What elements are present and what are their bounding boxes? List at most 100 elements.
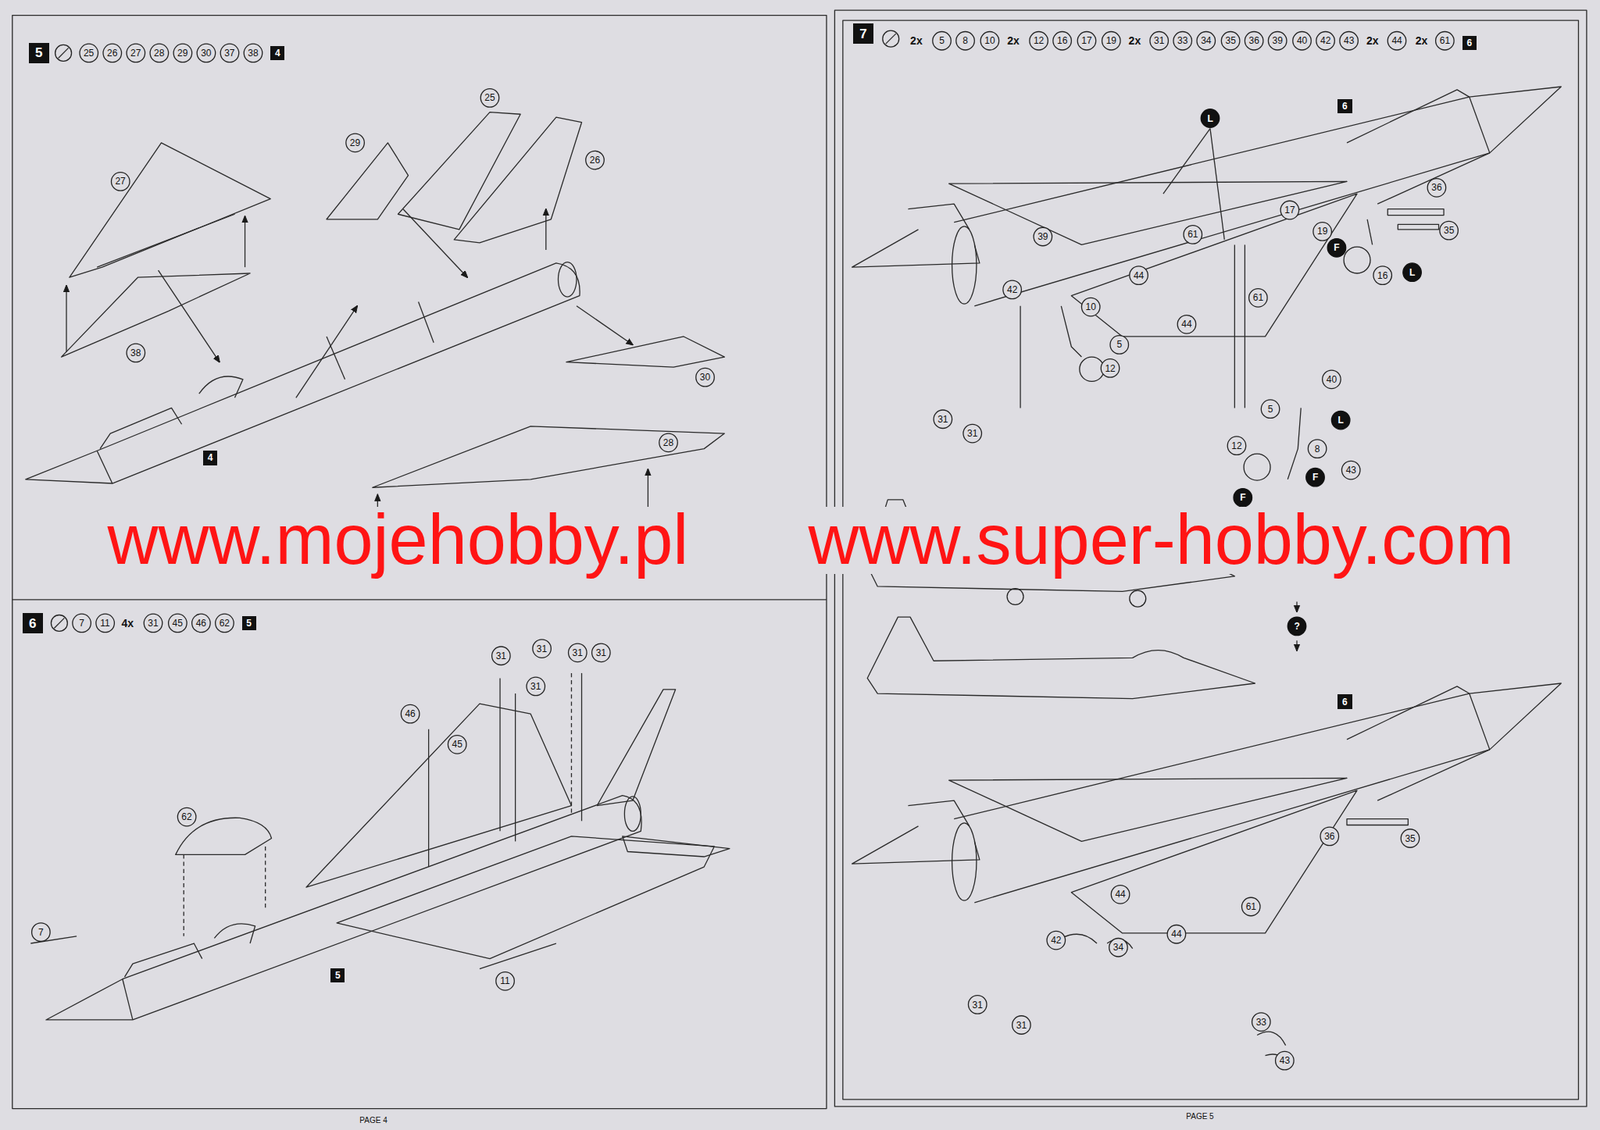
callout-circle — [126, 43, 146, 63]
step5-exploded-view — [96, 450, 113, 484]
callout-number: 46 — [404, 709, 415, 719]
callout-number: 12 — [1033, 35, 1044, 46]
step6-assembly-view — [183, 854, 185, 936]
step-number-text: 7 — [859, 27, 867, 41]
callout-circle — [96, 614, 115, 633]
step7-gear-view-top — [1244, 244, 1246, 408]
paint-code-circle — [1306, 467, 1325, 487]
callout-number: 62 — [181, 812, 192, 822]
step5-exploded-view — [158, 270, 220, 363]
paint-code: F — [1312, 472, 1318, 483]
callout-number: 31 — [1153, 35, 1165, 46]
callout-number: 7 — [38, 928, 44, 938]
callout-number: 40 — [1296, 35, 1308, 46]
callout-circle — [1249, 289, 1268, 308]
callout-number: 25 — [83, 48, 94, 58]
step-number-text: 6 — [1466, 38, 1472, 48]
callout-circle — [220, 43, 240, 63]
callout-number: 31 — [1016, 1021, 1027, 1031]
reference-step: 6 — [1462, 35, 1477, 50]
callout-number: 36 — [1249, 35, 1260, 46]
callout-number: 34 — [1113, 942, 1124, 953]
tool-icon — [50, 30, 899, 632]
step6-assembly-view — [581, 673, 583, 822]
callout-circle — [1227, 436, 1247, 456]
step-number-text: 5 — [335, 971, 341, 981]
callout-number: 39 — [1272, 35, 1283, 46]
callout-circle — [1313, 222, 1333, 242]
tool-icon — [885, 33, 897, 44]
page-number: PAGE 5 — [1185, 1113, 1214, 1122]
reference-step: 4 — [203, 450, 218, 465]
step6-assembly-view — [122, 979, 133, 1021]
paint-code-circle — [1233, 489, 1253, 508]
callout-circle — [1439, 221, 1459, 240]
callout-number: 10 — [1085, 302, 1097, 312]
callout-number: 35 — [1225, 35, 1236, 46]
callout-circle — [696, 367, 715, 387]
callout-number: 31 — [967, 428, 978, 439]
step5-exploded-view — [403, 209, 468, 278]
callout-number: 17 — [1284, 205, 1295, 215]
step5-exploded-view — [65, 285, 67, 353]
callout-circle — [447, 735, 467, 755]
step-number-text: 6 — [28, 617, 36, 631]
callout-number: 38 — [247, 48, 258, 58]
step-number: 6 — [22, 613, 43, 634]
step7-gear-view-top — [952, 226, 977, 304]
callout-number: 44 — [1114, 889, 1125, 900]
quantity-label: 2x — [1128, 35, 1143, 47]
callout-circle — [585, 150, 605, 170]
step6-assembly-view — [479, 943, 557, 970]
callout-circle — [492, 646, 511, 666]
callout-number: 5 — [1116, 339, 1122, 350]
callout-number: 31 — [147, 618, 158, 629]
callout-number: 36 — [1324, 832, 1335, 842]
step5-exploded-view — [372, 426, 725, 488]
callout-circle — [1339, 31, 1359, 50]
step-number: 5 — [28, 42, 50, 64]
callout-number: 27 — [130, 48, 141, 58]
callout-circle — [532, 639, 552, 659]
callout-circle — [480, 89, 500, 108]
step7-gear-view-bottom — [952, 823, 977, 901]
callout-circle — [1307, 439, 1327, 459]
tool-icon — [58, 47, 69, 58]
step-number: 7 — [853, 23, 874, 44]
callout-circle — [1241, 897, 1261, 917]
step5-exploded-view — [326, 336, 346, 380]
step7-gear-view-bottom — [974, 750, 1490, 904]
page-frame — [12, 599, 827, 600]
callout-circle — [526, 677, 546, 697]
callout-number: 29 — [350, 138, 361, 148]
step6-assembly-view — [30, 673, 730, 1021]
callout-number: 42 — [1007, 285, 1018, 295]
step7-gear-view-top — [953, 96, 1470, 223]
callout-number: 43 — [1346, 465, 1357, 475]
callout-circle — [103, 43, 122, 63]
callout-number: 46 — [196, 618, 207, 629]
callout-number: 31 — [937, 414, 948, 425]
callout-circle — [1003, 280, 1022, 300]
callout-number: 11 — [500, 976, 510, 986]
paint-code-circle — [1403, 263, 1422, 283]
callout-circle — [1110, 335, 1129, 355]
step7-gear-view-top — [907, 203, 969, 230]
quantity-label: 2x — [1006, 35, 1021, 47]
reference-step: 6 — [1337, 694, 1352, 709]
step5-exploded-view — [557, 262, 577, 297]
callout-circle — [346, 133, 365, 153]
side-profile — [1007, 589, 1024, 606]
callout-circle — [32, 923, 51, 943]
callout-circle — [1109, 938, 1129, 958]
step5-exploded-view — [25, 263, 580, 484]
paint-code: F — [1333, 242, 1340, 253]
step6-assembly-view — [306, 703, 572, 888]
paint-code: F — [1239, 492, 1246, 503]
callout-number: 40 — [1326, 375, 1337, 385]
step7-gear-view-top — [1071, 193, 1358, 337]
step6-assembly-view — [124, 943, 202, 978]
step7-gear-view-top — [1367, 219, 1373, 246]
callout-number: 44 — [1133, 271, 1144, 281]
paint-code-circle — [1331, 410, 1350, 430]
